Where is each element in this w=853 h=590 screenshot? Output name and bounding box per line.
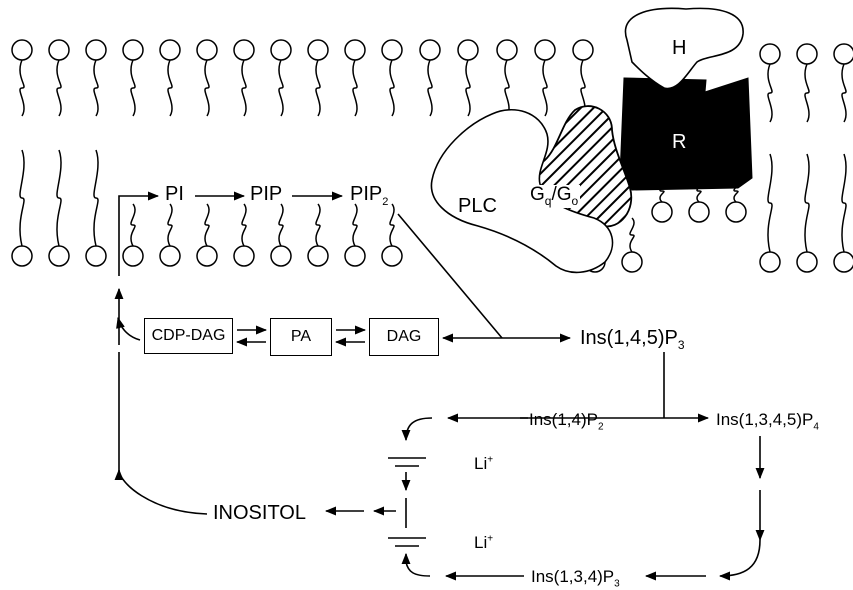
lipid-head (651, 201, 673, 223)
lipid-head (270, 245, 292, 267)
lipid-head (534, 39, 556, 61)
lipid-head (196, 245, 218, 267)
lipid-head (233, 245, 255, 267)
hormone-label: H (672, 37, 687, 59)
cdp-dag-box: CDP-DAG (144, 318, 233, 354)
g-protein-label: Gq/Go (528, 184, 581, 208)
lipid-head (833, 251, 853, 273)
lipid-head (307, 245, 329, 267)
lipid-head (833, 43, 853, 65)
lipid-head (85, 245, 107, 267)
lipid-tail (841, 63, 847, 123)
lipid-tail (427, 59, 433, 117)
lipid-head (270, 39, 292, 61)
pi-label: PI (165, 183, 184, 205)
ins14p2-label: Ins(1,4)P2 (529, 410, 604, 433)
lipid-tail (130, 59, 136, 117)
lipid-head (344, 39, 366, 61)
lipid-tail (93, 149, 99, 247)
pip-label: PIP (250, 183, 283, 205)
lipid-head (159, 39, 181, 61)
lipid-tail (767, 153, 773, 253)
lipid-tail (241, 59, 247, 117)
lipid-head (381, 245, 403, 267)
pa-box: PA (270, 318, 332, 356)
lipid-tail (389, 59, 395, 117)
lipid-head (621, 251, 643, 273)
pathway-arrow (405, 561, 431, 577)
lipid-tail (56, 149, 62, 247)
receptor-label: R (672, 131, 687, 153)
ins1345p4-label: Ins(1,3,4,5)P4 (716, 410, 819, 433)
pathway-arrow (718, 539, 761, 581)
ins145p3-label: Ins(1,4,5)P3 (580, 327, 685, 352)
lipid-tail (278, 203, 284, 247)
pathway-arrow (116, 316, 141, 341)
pip2-label: PIP2 (350, 183, 389, 208)
lipid-head (122, 39, 144, 61)
lipid-tail (352, 203, 358, 247)
li-top-label: Li+ (474, 454, 494, 473)
ins134p3-label: Ins(1,3,4)P3 (531, 567, 620, 590)
lipid-head (159, 245, 181, 267)
plc-shape (430, 109, 614, 274)
lipid-head (796, 251, 818, 273)
lipid-tail (352, 59, 358, 117)
lipid-head (48, 245, 70, 267)
lipid-tail (167, 59, 173, 117)
lipid-tail (93, 59, 99, 117)
lipid-tail (315, 59, 321, 117)
lipid-tail (841, 153, 847, 253)
lipid-tail (389, 203, 395, 247)
pathway-arrow (118, 352, 208, 515)
lipid-head (85, 39, 107, 61)
li-bottom-label: Li+ (474, 533, 494, 552)
lipid-tail (167, 203, 173, 247)
lipid-tail (130, 203, 136, 247)
pathway-arrow (397, 213, 503, 339)
lipid-tail (241, 203, 247, 247)
lipid-tail (804, 63, 810, 123)
lipid-head (796, 43, 818, 65)
lipid-tail (504, 59, 510, 117)
pathway-arrow (118, 191, 160, 276)
lipid-tail (204, 59, 210, 117)
lipid-head (572, 39, 594, 61)
lipid-tail (629, 217, 635, 253)
lipid-head (688, 201, 710, 223)
inositol-label: INOSITOL (213, 502, 306, 524)
lipid-head (48, 39, 70, 61)
lipid-head (196, 39, 218, 61)
lipid-head (11, 245, 33, 267)
pathway-arrow (401, 417, 433, 442)
lipid-tail (542, 59, 548, 117)
lipid-head (419, 39, 441, 61)
lipid-head (759, 251, 781, 273)
lipid-tail (19, 59, 25, 117)
lipid-head (725, 201, 747, 223)
lipid-tail (278, 59, 284, 117)
lipid-tail (19, 149, 25, 247)
lipid-head (496, 39, 518, 61)
dag-box: DAG (369, 318, 439, 356)
lipid-tail (580, 59, 586, 117)
lipid-head (11, 39, 33, 61)
lipid-tail (465, 59, 471, 117)
lipid-head (344, 245, 366, 267)
lipid-tail (315, 203, 321, 247)
lipid-head (381, 39, 403, 61)
lipid-tail (767, 63, 773, 123)
lipid-head (759, 43, 781, 65)
lipid-head (233, 39, 255, 61)
lipid-head (307, 39, 329, 61)
hormone-shape (624, 7, 744, 90)
lipid-tail (56, 59, 62, 117)
lipid-head (457, 39, 479, 61)
lipid-head (122, 245, 144, 267)
lipid-tail (204, 203, 210, 247)
plc-label: PLC (458, 195, 497, 217)
lipid-tail (804, 153, 810, 253)
